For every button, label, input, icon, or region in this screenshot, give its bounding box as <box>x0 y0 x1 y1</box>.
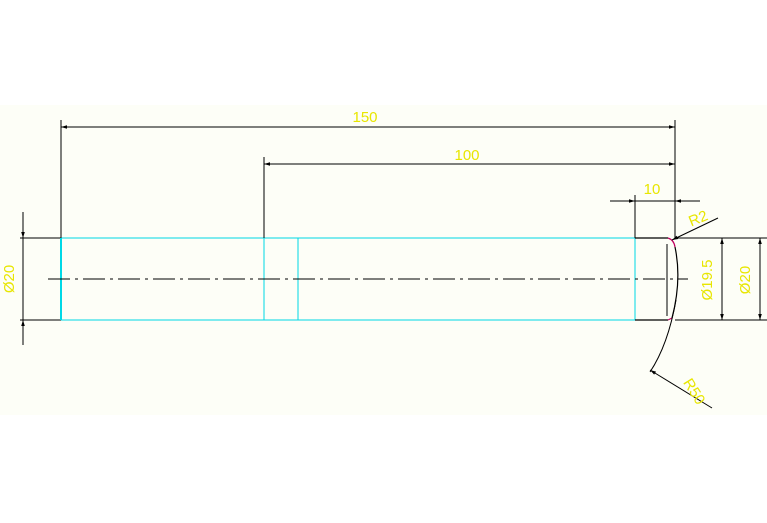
leader-r2 <box>671 217 719 241</box>
dim-text-inner-dia: Ø19.5 <box>699 260 716 301</box>
dim-text-right-dia: Ø20 <box>737 266 754 294</box>
dim-arc-r50: R50 <box>649 299 713 409</box>
dim-text-150: 150 <box>352 109 377 126</box>
dim-text-left-dia: Ø20 <box>1 265 18 293</box>
dim-right-diameter: Ø20 <box>730 237 767 321</box>
dim-text-r2: R2 <box>686 207 710 230</box>
dim-overall-length: 150 <box>60 109 676 238</box>
dim-fillet-r2: R2 <box>671 207 719 241</box>
shaft-body <box>20 237 688 321</box>
drawing-area <box>0 105 767 415</box>
dim-step-length: 100 <box>263 147 675 238</box>
dim-text-100: 100 <box>454 147 479 164</box>
dim-chamfer-length: 10 <box>610 181 700 238</box>
fillet-r2 <box>667 237 676 248</box>
dim-left-diameter: Ø20 <box>1 212 25 345</box>
fillet-bottom <box>667 317 673 321</box>
dim-text-10: 10 <box>644 181 661 198</box>
dim-inner-diameter: Ø19.5 <box>675 237 730 321</box>
leader-arc-r50 <box>649 299 677 373</box>
leader-r50 <box>649 369 713 409</box>
